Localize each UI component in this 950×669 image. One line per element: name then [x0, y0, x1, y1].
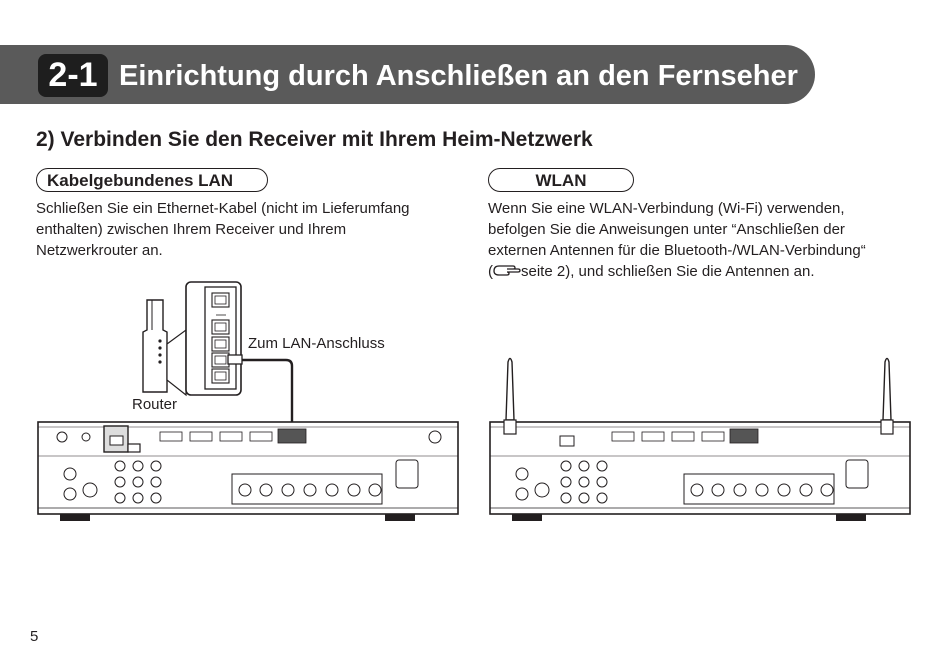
- lan-instructions: Schließen Sie ein Ethernet-Kabel (nicht …: [36, 198, 456, 261]
- antenna-right: [882, 357, 892, 421]
- wlan-text-line: befolgen Sie die Anweisungen unter “Ansc…: [488, 221, 845, 238]
- wlan-text-line-last: ( seite 2), und schließen Sie die Antenne…: [488, 261, 928, 282]
- header-bar: [0, 45, 815, 104]
- lan-text-line: enthalten) zwischen Ihrem Receiver und I…: [36, 221, 347, 238]
- wlan-instructions: Wenn Sie eine WLAN-Verbindung (Wi-Fi) ve…: [488, 198, 928, 282]
- router-label: Router: [132, 396, 178, 413]
- paren-open: (: [488, 263, 493, 280]
- lan-text-line: Schließen Sie ein Ethernet-Kabel (nicht …: [36, 200, 410, 217]
- wlan-text-line: externen Antennen für die Bluetooth-/WLA…: [488, 242, 866, 259]
- wlan-subheading: WLAN: [488, 168, 634, 192]
- router-illustration: [142, 299, 168, 393]
- receiver-back-panel-lan: [37, 421, 459, 521]
- page-number: 5: [30, 628, 39, 645]
- antenna-left: [505, 357, 515, 421]
- lan-subheading: Kabelgebundenes LAN: [36, 168, 268, 192]
- lan-text-line: Netzwerkrouter an.: [36, 242, 163, 259]
- pointing-hand-icon: [493, 265, 521, 276]
- receiver-back-panel-wlan: [489, 357, 911, 521]
- lan-port-label: Zum LAN-Anschluss: [248, 335, 385, 352]
- router-port-zoom: [166, 281, 243, 397]
- wlan-text-suffix: seite 2), und schließen Sie die Antennen…: [521, 263, 815, 280]
- step-heading: 2) Verbinden Sie den Receiver mit Ihrem …: [36, 128, 593, 151]
- wlan-text-line: Wenn Sie eine WLAN-Verbindung (Wi-Fi) ve…: [488, 200, 845, 217]
- section-title: Einrichtung durch Anschließen an den Fer…: [119, 60, 798, 92]
- section-number-badge: 2-1: [38, 54, 108, 97]
